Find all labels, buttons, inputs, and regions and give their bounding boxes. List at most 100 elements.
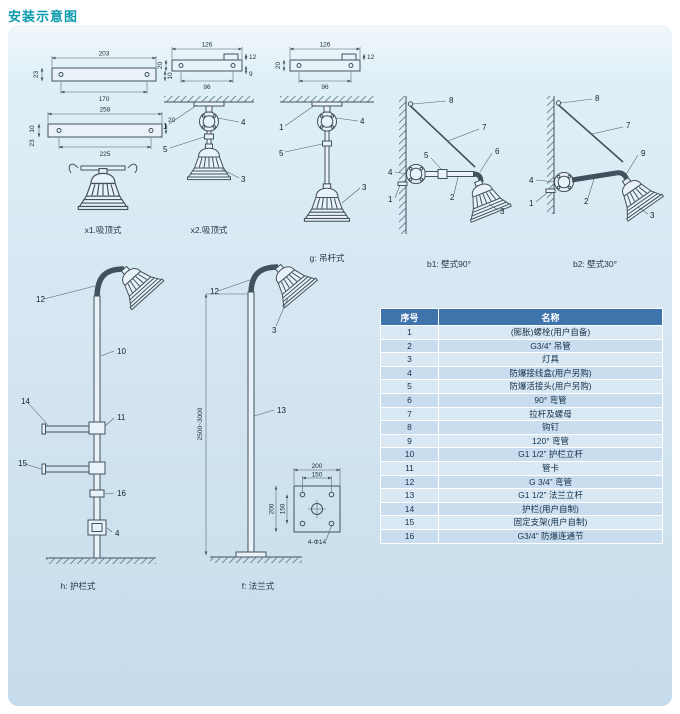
dim-flange-150: 150 — [312, 472, 323, 479]
callout-6: 6 — [495, 147, 500, 156]
dim-flange-150-v: 150 — [280, 503, 287, 514]
part-name-cell: 管卡 — [438, 460, 663, 476]
dim-flange-200-v: 200 — [269, 503, 276, 514]
callout-3: 3 — [241, 175, 246, 184]
part-name-cell: 拉杆及螺母 — [438, 406, 663, 422]
part-name-cell: G 3/4” 弯管 — [438, 474, 663, 490]
dim-126: 126 — [320, 42, 331, 49]
callout-12: 12 — [36, 295, 45, 304]
dim-126: 126 — [202, 42, 213, 49]
callout-10: 10 — [117, 347, 126, 356]
callout-14: 14 — [21, 397, 30, 406]
caption-b1: b1: 壁式90° — [426, 259, 472, 269]
callout-2: 2 — [584, 197, 589, 206]
drawing-f-flange-mount: 2500~3000 12 3 13 200 150 200 150 4-Φ14 — [197, 252, 341, 563]
part-number-cell: 4 — [380, 365, 439, 381]
caption-x2: x2.吸顶式 — [190, 225, 228, 235]
callout-4: 4 — [241, 118, 246, 127]
dim-203: 203 — [99, 51, 110, 58]
callout-15: 15 — [18, 459, 27, 468]
tie-rod — [557, 104, 624, 163]
dim-12: 12 — [249, 54, 257, 61]
callout-4: 4 — [360, 117, 365, 126]
wall-bolt — [397, 181, 408, 186]
dim-10: 10 — [167, 72, 174, 80]
pipe-clamp — [88, 461, 106, 475]
part-name-cell: 钩钉 — [438, 420, 663, 435]
callout-13: 13 — [277, 406, 286, 415]
table-header-no: 序号 — [380, 308, 439, 326]
part-number-cell: 10 — [380, 447, 439, 462]
dim-23b: 23 — [29, 139, 36, 147]
rail-bracket — [41, 423, 46, 435]
table-header-row: 序号 名称 — [380, 308, 663, 326]
junction-box-symbol — [317, 111, 337, 132]
part-number-cell: 8 — [380, 420, 439, 435]
wall-bolt — [545, 188, 556, 193]
dim-258: 258 — [100, 107, 111, 114]
callout-3: 3 — [650, 211, 655, 220]
part-name-cell: 120° 弯管 — [438, 433, 663, 449]
tie-rod — [409, 105, 476, 168]
part-number-cell: 1 — [380, 325, 439, 340]
part-number-cell: 15 — [380, 515, 439, 530]
part-name-cell: 90° 弯管 — [438, 392, 663, 408]
junction-box-symbol — [406, 164, 426, 184]
dim-225: 225 — [100, 151, 111, 158]
callout-8: 8 — [449, 96, 454, 105]
dim-pole-height: 2500~3000 — [197, 407, 204, 440]
ceiling-hatch — [280, 96, 374, 102]
part-number-cell: 12 — [380, 474, 439, 490]
part-number-cell: 5 — [380, 379, 439, 394]
callout-9: 9 — [641, 149, 646, 158]
dim-flange-200: 200 — [312, 463, 323, 470]
spring-clip-right — [127, 163, 138, 174]
callout-4: 4 — [388, 168, 393, 177]
part-number-cell: 2 — [380, 338, 439, 354]
dim-96: 96 — [203, 84, 211, 91]
table-header-name: 名称 — [438, 308, 663, 326]
gooseneck-bend — [94, 266, 125, 299]
wall-hatch — [547, 96, 554, 214]
dim-10b: 10 — [29, 125, 36, 133]
caption-b2: b2: 壁式30° — [572, 259, 618, 269]
callout-1: 1 — [163, 122, 168, 131]
part-name-cell: G3/4” 吊管 — [438, 338, 663, 354]
callout-2: 2 — [450, 193, 455, 202]
rail-bracket — [41, 463, 46, 475]
dim-96: 96 — [321, 84, 329, 91]
drawing-x1-ceiling-mount: 203 23 10 170 258 10 23 20 225 — [29, 51, 176, 211]
pipe-clamp — [88, 421, 106, 435]
dim-23: 23 — [33, 71, 40, 79]
lamp-symbol — [187, 143, 231, 181]
dim-20: 20 — [275, 62, 282, 70]
part-name-cell: 固定支架(用户自制) — [438, 515, 663, 530]
part-name-cell: 灯具 — [438, 352, 663, 367]
dim-bolt-holes: 4-Φ14 — [308, 539, 327, 546]
ceiling-hatch — [164, 96, 254, 102]
hook-pin — [555, 100, 562, 106]
spring-clip-left — [68, 163, 79, 174]
flange-post — [247, 291, 255, 553]
drawing-g-pendant-mount: 126 12 20 96 1 4 5 3 — [275, 42, 375, 222]
dim-20: 20 — [157, 62, 164, 70]
part-name-cell: (膨胀)螺栓(用户自备) — [438, 325, 663, 340]
callout-7: 7 — [482, 123, 487, 132]
wall-hatch — [399, 96, 406, 234]
ground-hatch — [46, 558, 156, 564]
part-name-cell: G1 1/2” 法兰立杆 — [438, 488, 663, 503]
callout-8: 8 — [595, 94, 600, 103]
arm-pipe — [424, 171, 475, 177]
caption-h: h: 护栏式 — [60, 581, 96, 591]
callout-5: 5 — [279, 149, 284, 158]
